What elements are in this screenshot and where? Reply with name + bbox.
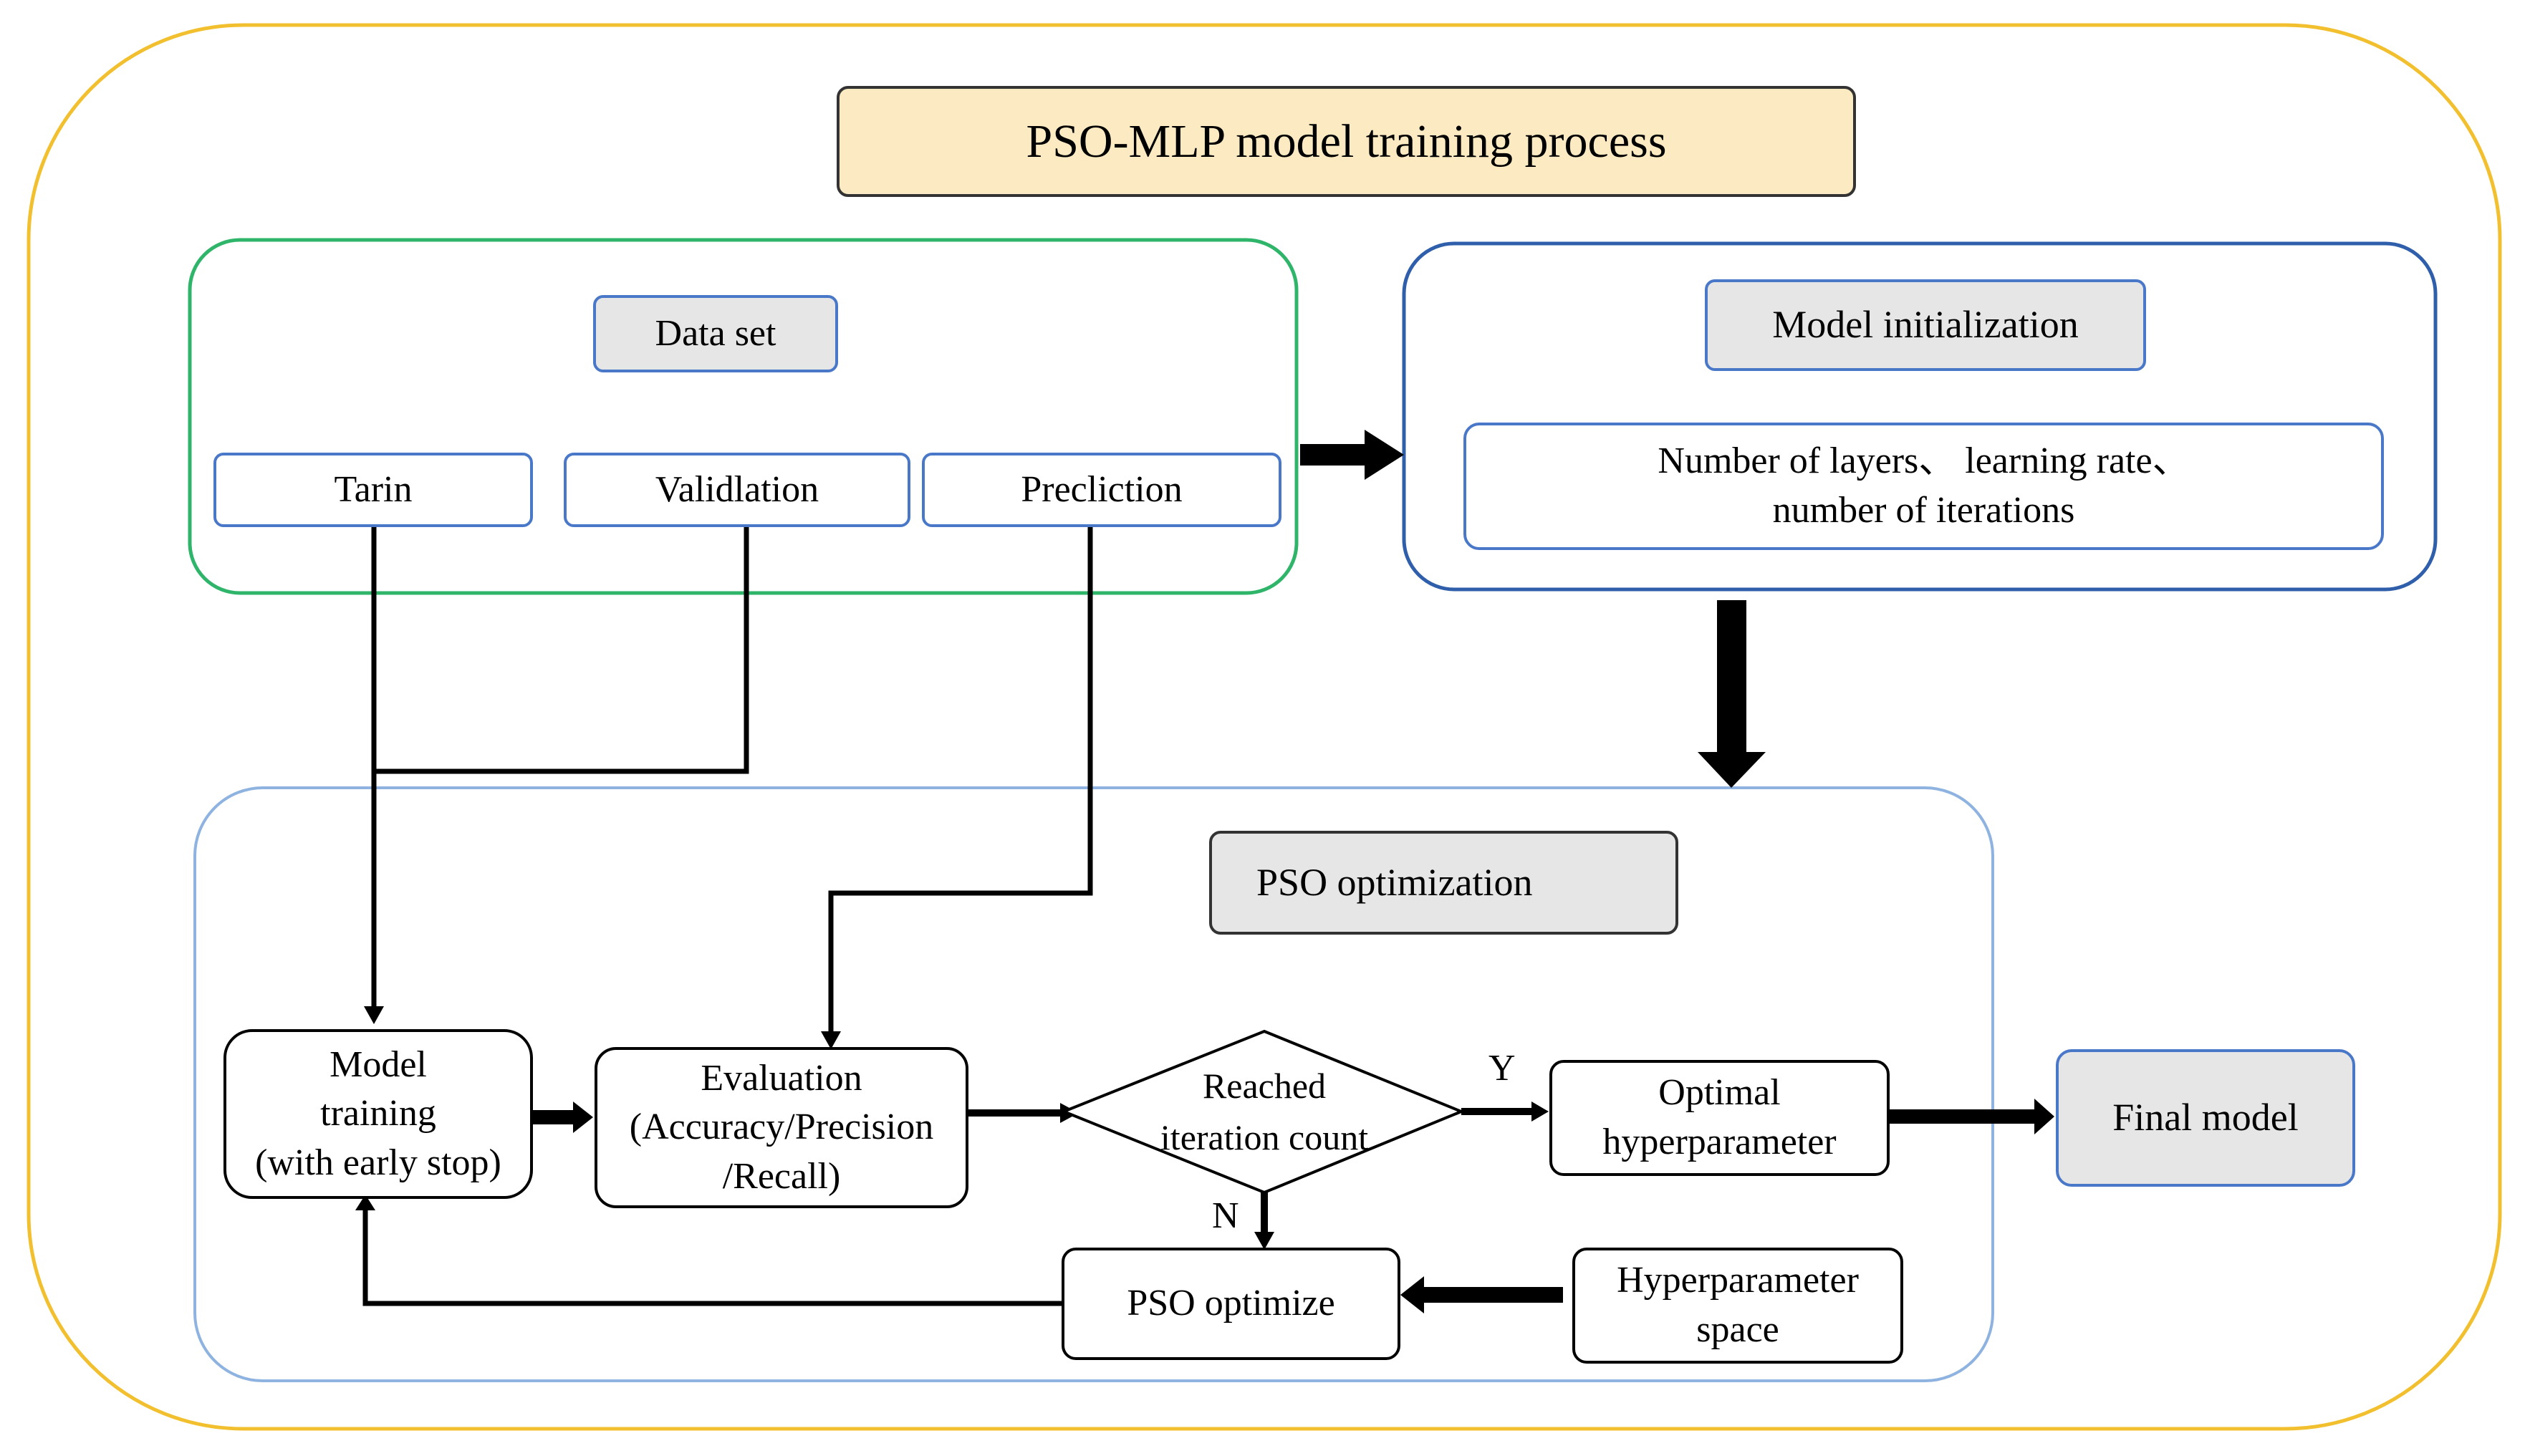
- arrow-head-model-training: [364, 1006, 384, 1024]
- optimal-line1: Optimal: [1658, 1072, 1781, 1114]
- connector-lines: [362, 525, 1093, 1306]
- arrow-head-feedback: [355, 1195, 375, 1210]
- model-init-heading-box: Model initialization: [1705, 279, 2146, 371]
- outer-frame: [27, 23, 2502, 1431]
- data-set-heading-box: Data set: [593, 295, 838, 372]
- model-init-heading: Model initialization: [1772, 303, 2079, 347]
- pso-optimize-box: PSO optimize: [1062, 1248, 1400, 1360]
- model-init-params-line1: Number of layers、 learning rate、: [1658, 440, 2190, 482]
- prediction-box: Precliction: [922, 453, 1281, 527]
- validation-merge-line: [374, 525, 749, 774]
- page-title: PSO-MLP model training process: [1026, 115, 1667, 168]
- hyper-space-line2: space: [1696, 1309, 1779, 1350]
- evaluation-box: Evaluation (Accuracy/Precision /Recall): [595, 1047, 968, 1208]
- evaluation-line3: /Recall): [722, 1155, 841, 1197]
- model-training-box: Model training (with early stop): [223, 1029, 533, 1199]
- pso-optimize-label: PSO optimize: [1127, 1283, 1335, 1324]
- arrow-head-yes: [1531, 1101, 1549, 1122]
- model-init-group: [1402, 241, 2438, 592]
- arrow-head-no: [1254, 1232, 1274, 1250]
- decision-line1: Reached: [1202, 1065, 1327, 1106]
- pso-heading: PSO optimization: [1256, 860, 1533, 904]
- model-training-line2: training: [320, 1093, 436, 1134]
- train-box: Tarin: [213, 453, 533, 527]
- block-arrows: [530, 430, 2054, 1313]
- title-box: PSO-MLP model training process: [837, 86, 1856, 197]
- validation-box: Validlation: [564, 453, 910, 527]
- validation-label: Validlation: [655, 468, 819, 510]
- optimal-line2: hyperparameter: [1602, 1122, 1837, 1162]
- optimal-to-final-arrow: [1890, 1099, 2054, 1134]
- hyperspace-to-pso-arrow: [1400, 1276, 1563, 1313]
- model-training-line1: Model: [330, 1043, 427, 1085]
- decision-no-label: N: [1212, 1195, 1239, 1236]
- model-init-params-line2: number of iterations: [1772, 490, 2075, 531]
- hyper-space-line1: Hyperparameter: [1617, 1260, 1859, 1301]
- prediction-to-evaluation-line: [828, 525, 1093, 1031]
- flow-arrows: [968, 1108, 1533, 1233]
- decision-text: Reached iteration count: [1100, 1047, 1429, 1176]
- pso-optimization-group: [193, 786, 1994, 1382]
- data-set-group: [188, 238, 1299, 595]
- final-model-box: Final model: [2056, 1049, 2355, 1187]
- dataset-to-init-arrow: [1300, 430, 1404, 480]
- train-label: Tarin: [334, 468, 413, 510]
- model-init-params-box: Number of layers、 learning rate、 number …: [1463, 423, 2384, 550]
- decision-line2: iteration count: [1160, 1117, 1369, 1157]
- decision-yes-label: Y: [1488, 1048, 1516, 1089]
- arrow-head-evaluation: [821, 1031, 841, 1049]
- optimal-hyperparameter-box: Optimal hyperparameter: [1549, 1060, 1890, 1176]
- model-training-line3: (with early stop): [255, 1142, 501, 1183]
- final-model-label: Final model: [2112, 1096, 2299, 1139]
- pso-feedback-line: [362, 1210, 1062, 1306]
- prediction-label: Precliction: [1021, 468, 1183, 510]
- decision-diamond: [1059, 1029, 1466, 1195]
- pso-heading-box: PSO optimization: [1209, 831, 1678, 935]
- hyperparameter-space-box: Hyperparameter space: [1572, 1248, 1903, 1364]
- model-training-to-evaluation-arrow: [530, 1101, 593, 1133]
- init-to-pso-arrow: [1698, 600, 1766, 788]
- evaluation-line1: Evaluation: [701, 1057, 862, 1099]
- data-set-heading: Data set: [655, 312, 776, 354]
- evaluation-line2: (Accuracy/Precision: [629, 1107, 934, 1148]
